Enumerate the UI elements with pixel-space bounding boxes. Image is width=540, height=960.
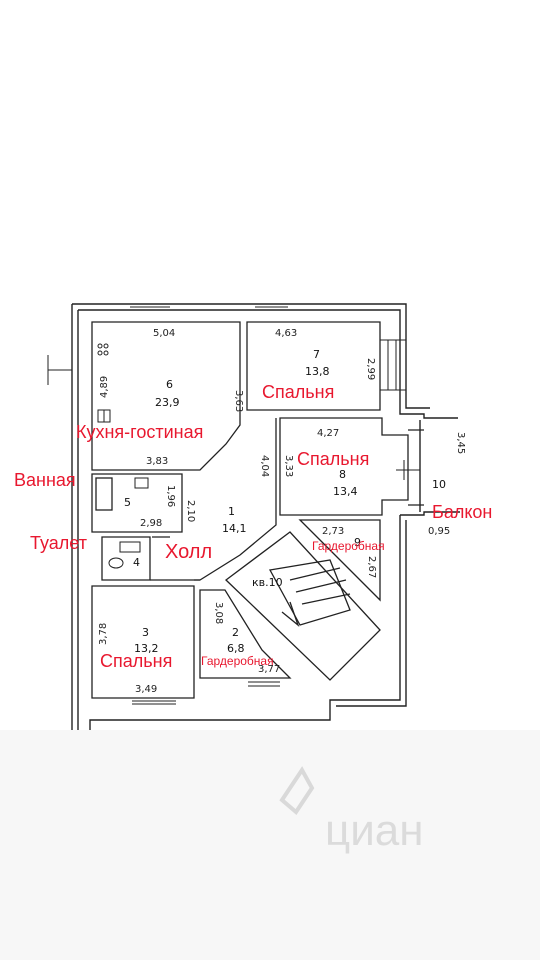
dim-bedroom3-left: 3,78 [98,623,109,645]
wardrobe9-number: 9 [354,536,361,549]
watermark-text: циан [325,806,424,855]
bottom-band [0,730,540,960]
bedroom3-area: 13,2 [134,642,159,655]
dim-bedroom7-top: 4,63 [275,328,297,339]
dim-bath-right: 1,96 [165,485,176,507]
dim-wardrobe9-right: 2,67 [366,556,377,578]
stairs-label: кв.10 [252,576,283,589]
bedroom3-number: 3 [142,626,149,639]
dim-kitchen-bottom: 3,83 [146,456,168,467]
dim-wardrobe2-left: 3,08 [213,602,224,624]
bedroom8-label: Спальня [297,449,369,469]
bath-label: Ванная [14,470,76,490]
balcony-number: 10 [432,478,446,491]
bedroom8-area: 13,4 [333,485,358,498]
bedroom7-number: 7 [313,348,320,361]
kitchen-number: 6 [166,378,173,391]
toilet-label: Туалет [30,533,87,553]
dim-kitchen-top: 5,04 [153,328,175,339]
dim-bath-bottom: 2,98 [140,518,162,529]
kitchen-label: Кухня-гостиная [76,422,203,442]
hall-area: 14,1 [222,522,247,535]
toilet-number: 4 [133,556,140,569]
kitchen-area: 23,9 [155,396,180,409]
wardrobe2-label: Гардеробная [201,654,274,668]
hall-number: 1 [228,505,235,518]
bedroom7-area: 13,8 [305,365,330,378]
wardrobe2-area: 6,8 [227,642,245,655]
walls [71,303,460,730]
bedroom8-number: 8 [339,468,346,481]
dim-wardrobe2-bottom: 3,77 [258,664,280,675]
dim-bedroom3-bottom: 3,49 [135,684,157,695]
watermark-logo-icon [279,766,315,815]
dim-balcony-bottom: 0,95 [428,526,450,537]
dim-bedroom8-top: 4,27 [317,428,339,439]
watermark: циан [279,766,424,855]
dim-kitchen-left: 4,89 [99,376,110,398]
dim-bedroom8-left: 3,33 [283,455,294,477]
dim-hall-left: 2,10 [185,500,196,522]
bedroom7-label: Спальня [262,382,334,402]
dim-bedroom7-right: 2,99 [365,358,376,380]
top-band [0,0,540,265]
wardrobe9-label: Гардеробная [312,539,385,553]
dim-hall-right: 4,04 [259,455,270,477]
wardrobe2-number: 2 [232,626,239,639]
bath-number: 5 [124,496,131,509]
bedroom3-label: Спальня [100,651,172,671]
dim-kitchen-right: 3,63 [233,390,244,412]
plan-area [0,265,540,730]
room-outlines [91,321,424,699]
dim-balcony-right: 3,45 [455,432,466,454]
fixtures [97,343,149,569]
balcony-label: Балкон [432,502,492,522]
windows [47,303,420,705]
dim-wardrobe9-top: 2,73 [322,526,344,537]
hall-label: Холл [165,541,212,563]
